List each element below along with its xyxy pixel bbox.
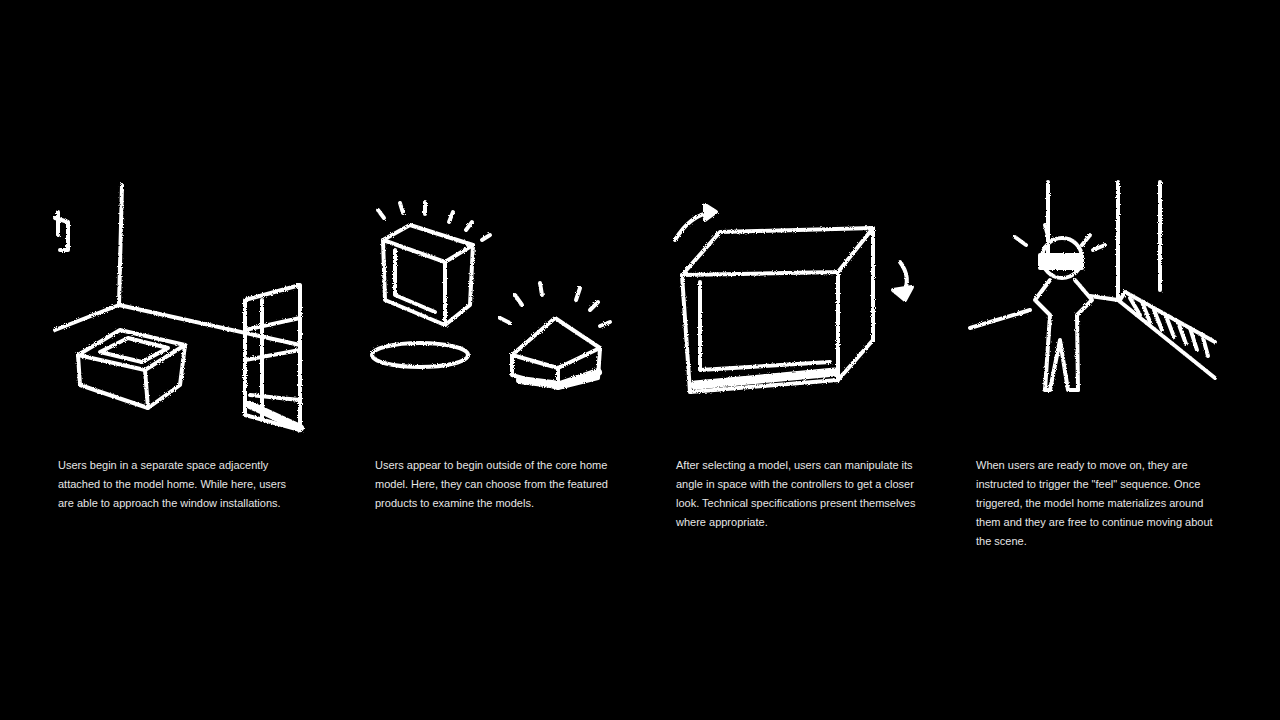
step-caption: When users are ready to move on, they ar… (976, 456, 1216, 551)
panel-immersion (970, 182, 1215, 390)
panel-products (372, 202, 610, 388)
step-caption: Users begin in a separate space adjacent… (58, 456, 298, 513)
step-caption: After selecting a model, users can manip… (676, 456, 916, 532)
panel-manipulate (675, 205, 912, 392)
panel-room (55, 185, 300, 430)
step-caption: Users appear to begin outside of the cor… (375, 456, 615, 513)
